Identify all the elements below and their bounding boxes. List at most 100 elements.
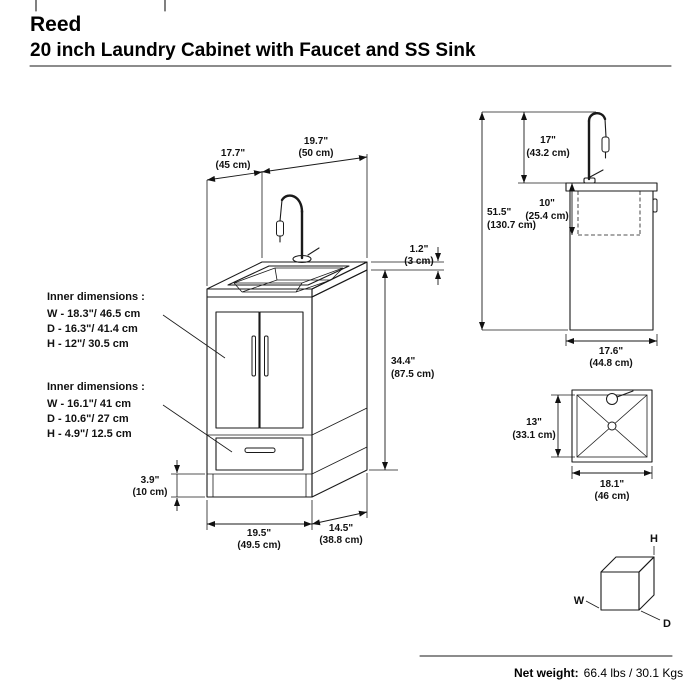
cabinet-side-face bbox=[311, 269, 368, 498]
sink-rim-outer bbox=[571, 389, 653, 463]
page-footer: Net weight: 66.4 lbs / 30.1 Kgs bbox=[419, 655, 683, 680]
side-rail-line bbox=[311, 407, 368, 436]
faucet-side-drawing bbox=[583, 112, 610, 184]
net-weight-label: Net weight: bbox=[514, 666, 579, 680]
inner-drawer-width: W - 16.1"/ 41 cm bbox=[47, 398, 131, 410]
drawer-handle bbox=[244, 447, 276, 453]
sink-wall-line bbox=[274, 267, 278, 281]
dim-bottom-width-inches: 19.5" bbox=[247, 528, 271, 539]
sink-rim-outer bbox=[227, 265, 350, 286]
faucet-spray-head bbox=[276, 220, 284, 237]
cabinet-front-drawing bbox=[206, 194, 368, 498]
dim-base-height: 3.9" (10 cm) bbox=[132, 460, 205, 511]
drawer-front bbox=[215, 437, 304, 471]
sink-top-view: 13" (33.1 cm) 18.1" (46 cm) bbox=[512, 389, 653, 502]
dim-sink-top-depth-cm: (33.1 cm) bbox=[512, 430, 555, 441]
left-door-panel bbox=[215, 311, 260, 429]
inner-cabinet-depth: D - 16.3"/ 41.4 cm bbox=[47, 323, 138, 335]
dim-sink-depth-inches: 10" bbox=[539, 198, 555, 209]
leader-line bbox=[162, 404, 233, 453]
brand-name: Reed bbox=[30, 13, 81, 36]
dim-sink-top-depth: 13" (33.1 cm) bbox=[512, 394, 575, 458]
dim-sink-top-width-inches: 18.1" bbox=[600, 479, 624, 490]
drain-circle bbox=[607, 421, 617, 431]
right-door-panel bbox=[259, 311, 304, 429]
faucet-lever bbox=[589, 169, 604, 178]
axis-label-h: H bbox=[650, 533, 658, 545]
dim-side-depth-cm: (44.8 cm) bbox=[589, 358, 632, 369]
dim-top-depth-inches: 17.7" bbox=[221, 148, 245, 159]
faucet-spray-head bbox=[601, 136, 610, 153]
faucet-hose bbox=[279, 199, 283, 222]
dim-sink-depth: 10" (25.4 cm) bbox=[525, 183, 575, 235]
axis-line-w bbox=[585, 600, 600, 609]
dim-side-depth-inches: 17.6" bbox=[599, 346, 623, 357]
side-view: 17" (43.2 cm) 10" (25.4 cm) 51.5" (130.7… bbox=[479, 111, 658, 369]
cabinet-side-profile bbox=[569, 190, 654, 331]
dim-sink-top-depth-inches: 13" bbox=[526, 417, 542, 428]
dim-counter-thickness-inches: 1.2" bbox=[410, 244, 429, 255]
inner-cabinet-title: Inner dimensions : bbox=[47, 291, 145, 303]
cabinet-doors bbox=[215, 311, 304, 429]
counter-front-edge bbox=[206, 288, 313, 298]
sink-wall-line bbox=[295, 282, 303, 293]
dim-front-top-depth: 17.7" (45 cm) bbox=[206, 148, 263, 286]
inner-dimensions-drawer: Inner dimensions : W - 16.1"/ 41 cm D - … bbox=[47, 381, 233, 453]
dim-total-height-cm: (130.7 cm) bbox=[487, 220, 536, 231]
dim-sink-top-width: 18.1" (46 cm) bbox=[571, 466, 653, 502]
dim-base-height-inches: 3.9" bbox=[141, 475, 160, 486]
dim-faucet-height-inches: 17" bbox=[540, 135, 556, 146]
dim-bottom-depth: 14.5" (38.8 cm) bbox=[311, 473, 368, 546]
inner-cabinet-height: H - 12"/ 30.5 cm bbox=[47, 338, 129, 350]
dim-sink-depth-cm: (25.4 cm) bbox=[525, 211, 568, 222]
faucet-gooseneck bbox=[280, 194, 304, 214]
sink-front-drawing bbox=[227, 265, 350, 293]
faucet-lever-top bbox=[616, 390, 634, 398]
inner-cabinet-width: W - 18.3"/ 46.5 cm bbox=[47, 308, 140, 320]
orientation-cube: H W D bbox=[574, 533, 671, 630]
left-door-handle bbox=[251, 335, 256, 377]
axis-line-d bbox=[640, 610, 661, 621]
cube-front-face bbox=[600, 571, 640, 611]
faucet-hose bbox=[604, 118, 607, 138]
net-weight: Net weight: 66.4 lbs / 30.1 Kgs bbox=[514, 666, 683, 680]
dim-counter-thickness-cm: (3 cm) bbox=[404, 256, 433, 267]
product-title: 20 inch Laundry Cabinet with Faucet and … bbox=[30, 40, 476, 61]
cube-right-face bbox=[638, 556, 655, 611]
dim-faucet-height: 17" (43.2 cm) bbox=[482, 111, 596, 184]
page-header: Reed 20 inch Laundry Cabinet with Faucet… bbox=[29, 0, 672, 67]
dim-front-top-width: 19.7" (50 cm) bbox=[261, 136, 368, 258]
dim-body-height-cm: (87.5 cm) bbox=[391, 369, 434, 380]
front-view: 17.7" (45 cm) 19.7" (50 cm) 1.2" (3 cm) … bbox=[47, 136, 444, 551]
faucet-front-drawing bbox=[276, 194, 320, 264]
dim-body-height: 34.4" (87.5 cm) bbox=[369, 270, 434, 471]
right-door-handle bbox=[264, 335, 269, 377]
dim-total-height: 51.5" (130.7 cm) bbox=[479, 112, 568, 331]
dim-sink-top-width-cm: (46 cm) bbox=[594, 491, 629, 502]
axis-label-d: D bbox=[663, 618, 671, 630]
cabinet-side-drawing bbox=[565, 112, 658, 331]
sink-wall-line bbox=[330, 267, 344, 281]
faucet-gooseneck bbox=[587, 112, 607, 123]
net-weight-value: 66.4 lbs / 30.1 Kgs bbox=[584, 666, 683, 680]
faucet-top-circle bbox=[606, 393, 618, 405]
inner-dimensions-cabinet: Inner dimensions : W - 18.3"/ 46.5 cm D … bbox=[47, 291, 226, 359]
dim-line bbox=[311, 510, 368, 526]
dim-faucet-height-cm: (43.2 cm) bbox=[526, 148, 569, 159]
inner-drawer-height: H - 4.9"/ 12.5 cm bbox=[47, 428, 132, 440]
faucet-lever bbox=[307, 247, 320, 256]
dim-bottom-width-cm: (49.5 cm) bbox=[237, 540, 280, 551]
dim-top-width-cm: (50 cm) bbox=[298, 148, 333, 159]
door-handle-side bbox=[652, 198, 658, 213]
dim-line bbox=[206, 170, 263, 182]
dim-bottom-width: 19.5" (49.5 cm) bbox=[206, 500, 313, 551]
dim-top-width-inches: 19.7" bbox=[304, 136, 328, 147]
dim-line bbox=[261, 155, 368, 174]
sink-rim-inner bbox=[233, 267, 344, 284]
dim-bottom-depth-inches: 14.5" bbox=[329, 523, 353, 534]
side-rail-line bbox=[311, 446, 368, 475]
sink-wall-line bbox=[233, 282, 243, 293]
counter-side-profile bbox=[565, 182, 658, 192]
